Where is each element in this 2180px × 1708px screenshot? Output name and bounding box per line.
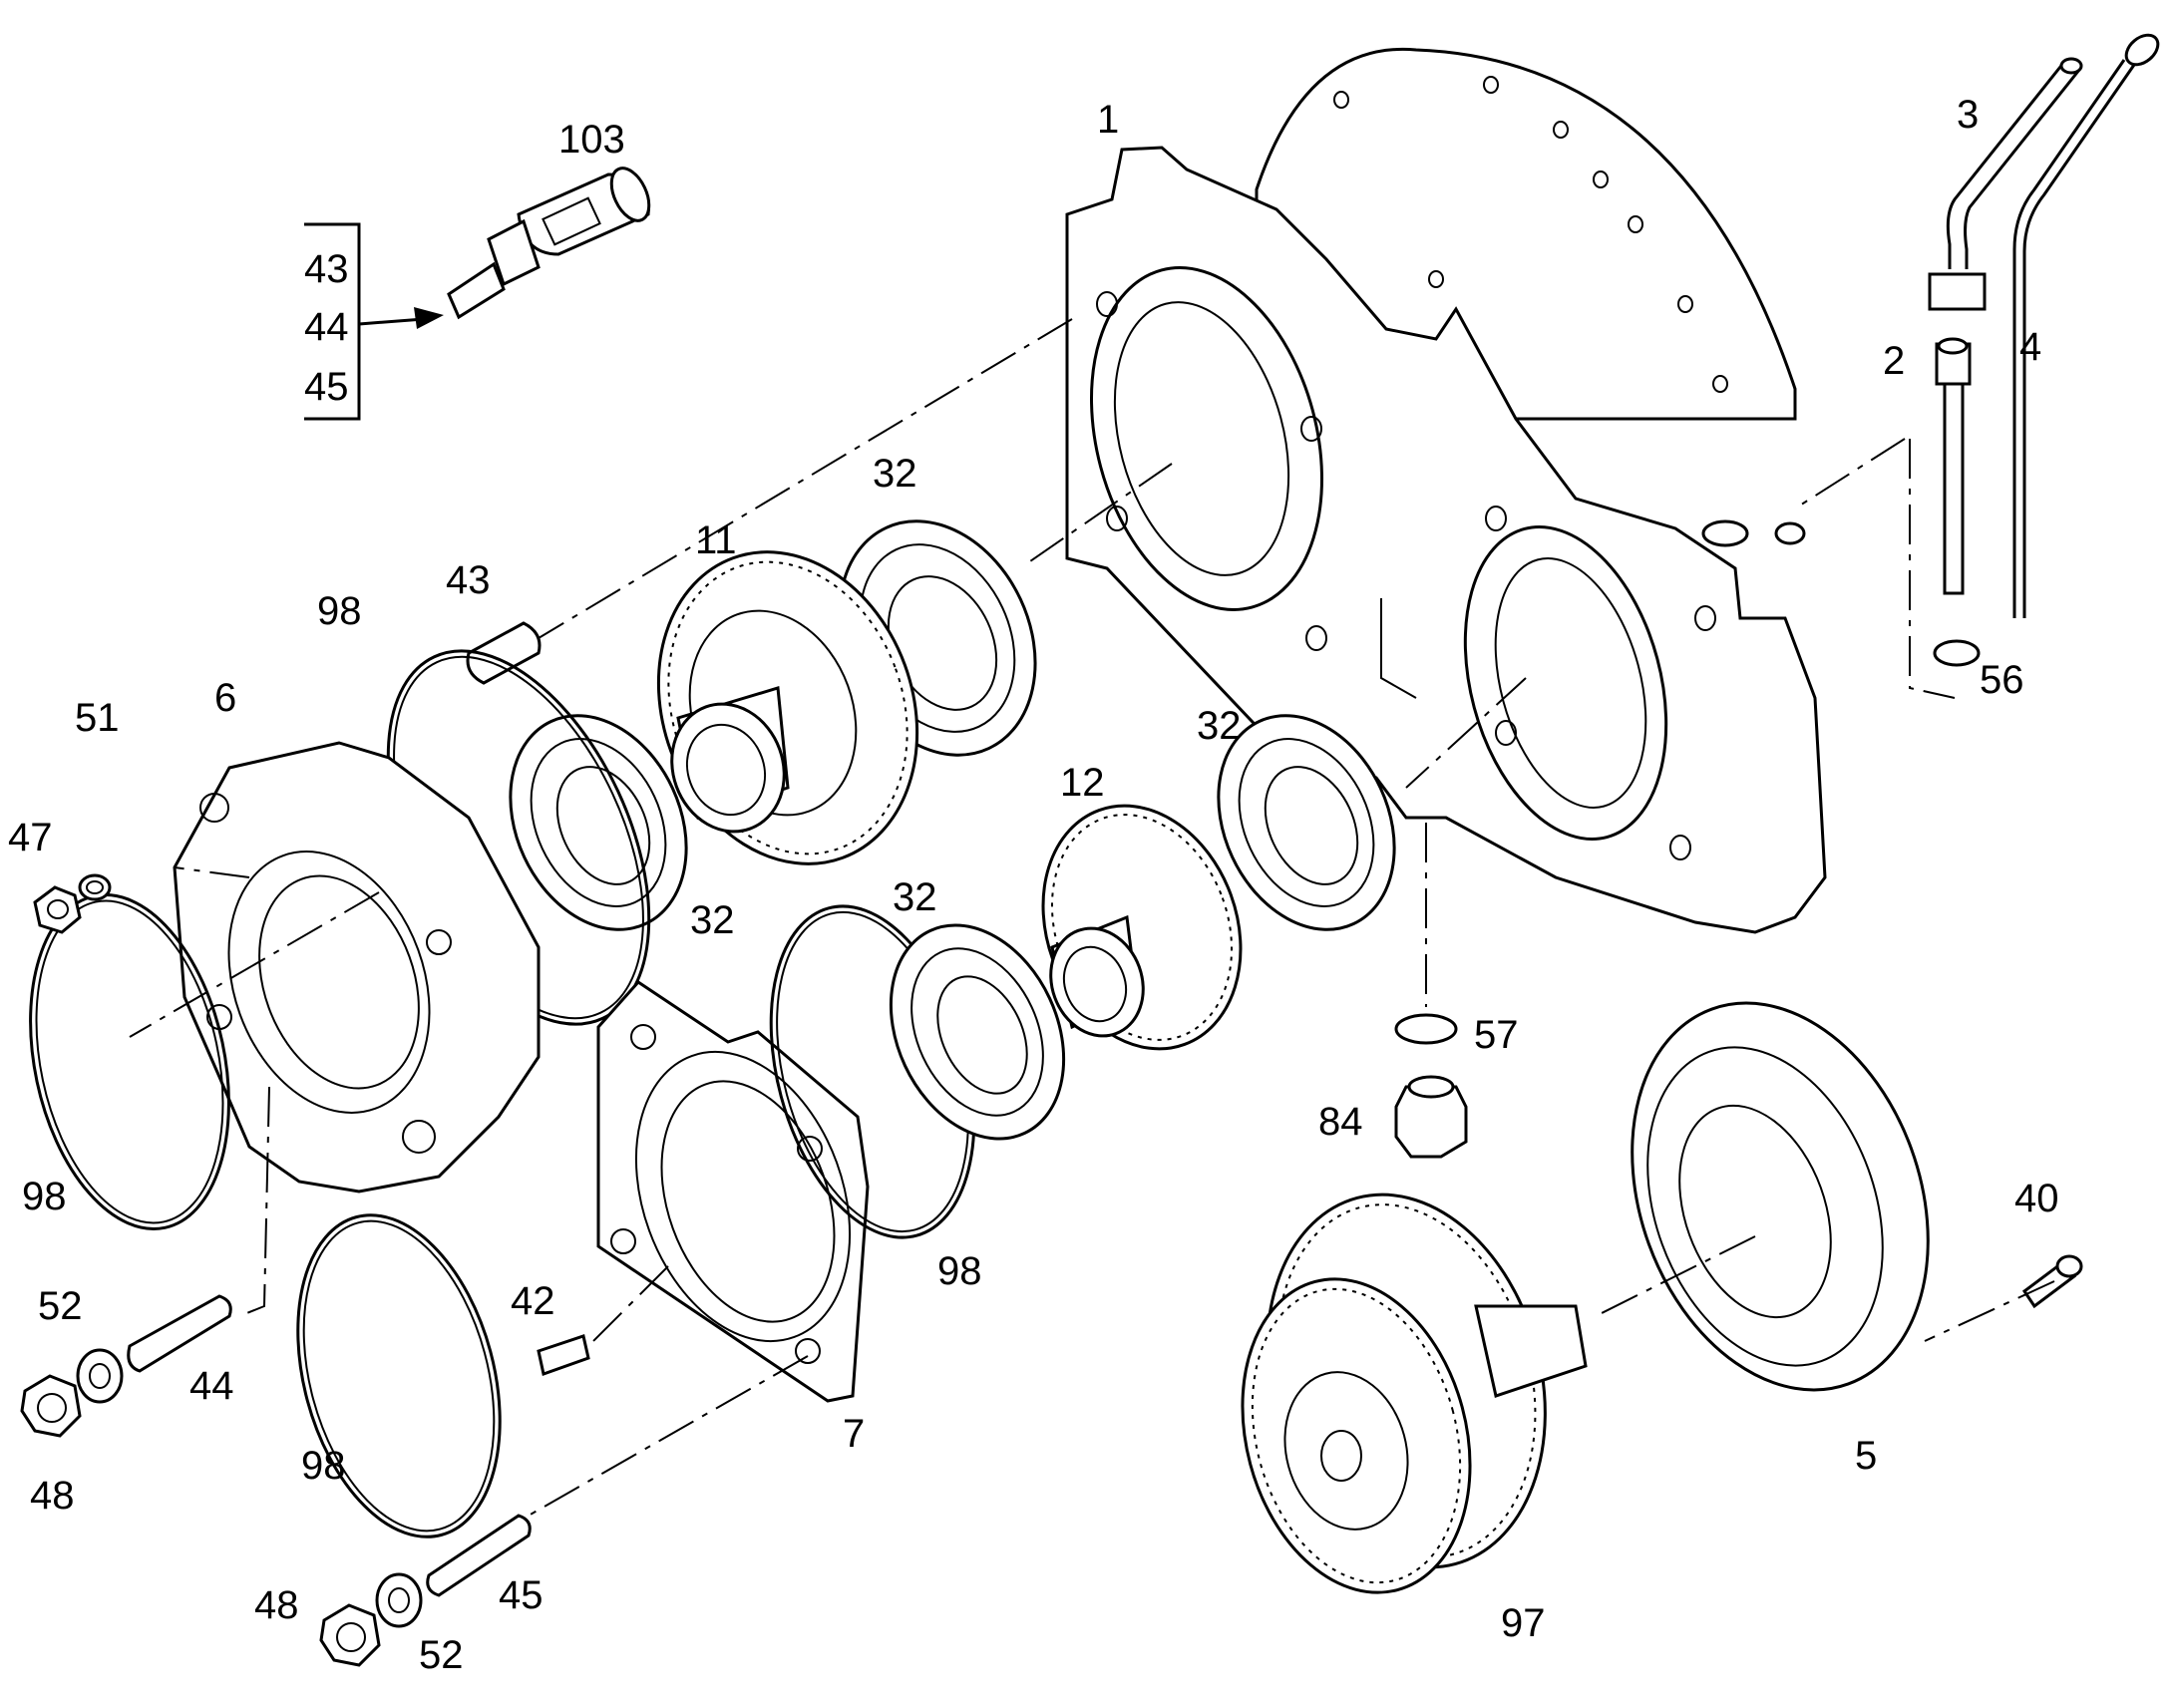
callout-6: 6 [214, 676, 237, 720]
part-32-bearing-right [1217, 714, 1396, 931]
callout-2: 2 [1883, 339, 1906, 383]
callout-32-right: 32 [1197, 704, 1242, 748]
part-57-seal [1394, 1013, 1458, 1045]
part-56-snap-ring [1794, 438, 1981, 699]
part-3-tube [1928, 57, 2083, 311]
callout-97: 97 [1501, 1601, 1546, 1645]
callout-32-upper: 32 [873, 452, 917, 496]
callout-98-upper: 98 [317, 589, 362, 633]
part-42-bolt [537, 1334, 590, 1376]
callout-45-stud: 45 [499, 1573, 544, 1617]
part-32-bearing-left [509, 714, 688, 931]
callout-84: 84 [1318, 1100, 1363, 1144]
callout-42: 42 [511, 1279, 555, 1323]
part-52-washer-lower [375, 1572, 423, 1628]
part-43-pin [466, 621, 542, 685]
callout-44-stud: 44 [189, 1364, 234, 1408]
callout-4: 4 [2019, 325, 2042, 369]
part-4-dipstick [2012, 33, 2160, 618]
part-98-oring-lower [296, 1213, 502, 1538]
callout-48-upper: 48 [30, 1474, 75, 1518]
callout-40: 40 [2014, 1177, 2059, 1220]
part-1-housing [1065, 47, 1827, 934]
callout-57: 57 [1474, 1013, 1519, 1057]
callout-44-bracket: 44 [304, 305, 349, 349]
part-47-nut [33, 885, 82, 934]
part-48-nut-upper [20, 1374, 82, 1438]
part-84-plug [1394, 1075, 1468, 1159]
callout-12: 12 [1060, 761, 1105, 805]
callout-48-lower: 48 [254, 1583, 299, 1627]
callout-32-middle: 32 [893, 875, 937, 919]
part-51-washer [78, 873, 112, 901]
part-11-gear [656, 550, 919, 865]
callout-7: 7 [843, 1412, 866, 1456]
part-44-stud [127, 1294, 232, 1373]
callout-56: 56 [1980, 658, 2024, 702]
callout-5: 5 [1855, 1434, 1878, 1478]
part-2-fitting [1935, 337, 1972, 595]
callout-51: 51 [75, 696, 120, 740]
callout-98-middle: 98 [937, 1249, 982, 1293]
callout-98-lower: 98 [301, 1444, 346, 1488]
part-7-flange [596, 980, 870, 1403]
callout-43-bracket: 43 [304, 247, 349, 291]
callout-52-lower: 52 [419, 1633, 464, 1677]
part-52-washer-upper [76, 1348, 124, 1404]
callout-52-upper: 52 [38, 1284, 83, 1328]
bracket-43-44-45 [304, 222, 444, 421]
assembly-centerlines [129, 318, 2055, 1517]
callout-3: 3 [1957, 93, 1980, 137]
part-45-stud [426, 1514, 532, 1597]
part-103-adhesive-tube [447, 167, 651, 320]
callout-45-bracket: 45 [304, 365, 349, 409]
part-12-gear [1041, 804, 1243, 1051]
part-32-bearing-middle [889, 923, 1066, 1141]
callout-98-left: 98 [22, 1175, 67, 1218]
callout-11: 11 [695, 518, 737, 562]
callout-32-left: 32 [690, 898, 735, 942]
part-97-planetary-gear-set [1241, 1193, 1588, 1594]
callout-103: 103 [558, 118, 625, 162]
callout-47: 47 [8, 816, 53, 859]
callout-43-pin: 43 [446, 558, 491, 602]
part-48-nut-lower [319, 1603, 381, 1667]
callout-1: 1 [1097, 98, 1120, 142]
part-5-planetary-housing [1631, 1001, 1930, 1392]
